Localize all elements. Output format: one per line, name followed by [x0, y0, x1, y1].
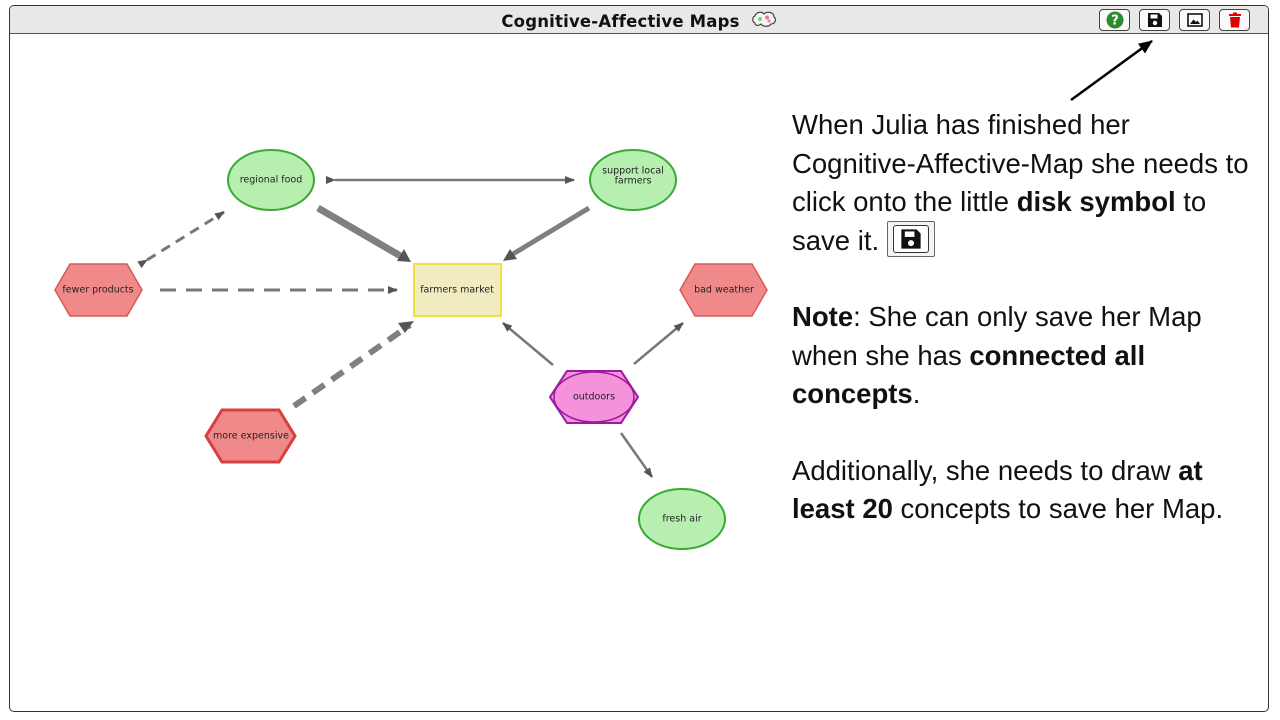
arrowhead-regional-food-farmers-market [397, 249, 411, 262]
concept-label: fresh air [662, 514, 701, 525]
title-bar: Cognitive-Affective Maps ? [10, 6, 1268, 34]
concept-regional-food[interactable]: regional food [227, 149, 315, 211]
concept-label: more expensive [213, 431, 289, 442]
pointer-arrow [1070, 39, 1153, 102]
question-icon: ? [1106, 11, 1123, 29]
concept-label: bad weather [694, 285, 754, 296]
edge-outdoors-farmers-market[interactable] [502, 322, 554, 366]
instructions-panel: When Julia has finished her Cognitive-Af… [792, 106, 1252, 529]
arrowhead-support-local-farmers-farmers-market [503, 249, 517, 261]
toolbar: ? [1099, 9, 1250, 31]
app-title-text: Cognitive-Affective Maps [501, 12, 740, 31]
svg-text:?: ? [1111, 14, 1119, 29]
app-title: Cognitive-Affective Maps [10, 11, 1268, 33]
image-icon [1186, 13, 1203, 27]
instruction-save: When Julia has finished her Cognitive-Af… [792, 109, 1249, 258]
concept-label: outdoors [573, 392, 615, 403]
concept-label: farmers market [420, 285, 494, 296]
edge-outdoors-fresh-air[interactable] [619, 432, 654, 478]
delete-button[interactable] [1219, 9, 1250, 31]
trash-icon [1228, 12, 1241, 28]
edge-regional-food-farmers-market[interactable] [316, 204, 406, 262]
instruction-minimum: Additionally, she needs to draw at least… [792, 454, 1224, 525]
save-button[interactable] [1139, 9, 1170, 31]
concept-fresh-air[interactable]: fresh air [638, 488, 726, 550]
concept-farmers-market[interactable]: farmers market [413, 263, 502, 317]
concept-outdoors[interactable]: outdoors [548, 370, 640, 424]
concept-more-expensive[interactable]: more expensive [204, 408, 297, 464]
disk-icon [1147, 13, 1162, 27]
edge-outdoors-bad-weather[interactable] [633, 322, 684, 365]
arrowhead-more-expensive-farmers-market [398, 321, 414, 333]
instruction-note: Note: She can only save her Map when she… [792, 301, 1202, 410]
edge-fewer-products-regional-food[interactable] [137, 210, 225, 269]
disk-icon [901, 229, 921, 249]
connections [137, 176, 684, 478]
disk-button-illustration [887, 221, 936, 258]
help-button[interactable]: ? [1099, 9, 1130, 31]
concept-label-line-2: farmers [615, 176, 652, 187]
concept-label: regional food [240, 175, 303, 186]
concept-label: fewer products [62, 285, 133, 296]
edge-support-local-farmers-farmers-market[interactable] [506, 205, 591, 260]
export-image-button[interactable] [1179, 9, 1210, 31]
edge-more-expensive-farmers-market[interactable] [292, 322, 412, 409]
app-window: Cognitive-Affective Maps ? [9, 5, 1269, 712]
concept-label-line-1: support local [602, 166, 664, 177]
concept-fewer-products[interactable]: fewer products [54, 263, 143, 317]
concept-bad-weather[interactable]: bad weather [679, 263, 768, 317]
concept-support-local-farmers[interactable]: support local farmers [589, 149, 677, 211]
brain-icon [751, 11, 777, 33]
